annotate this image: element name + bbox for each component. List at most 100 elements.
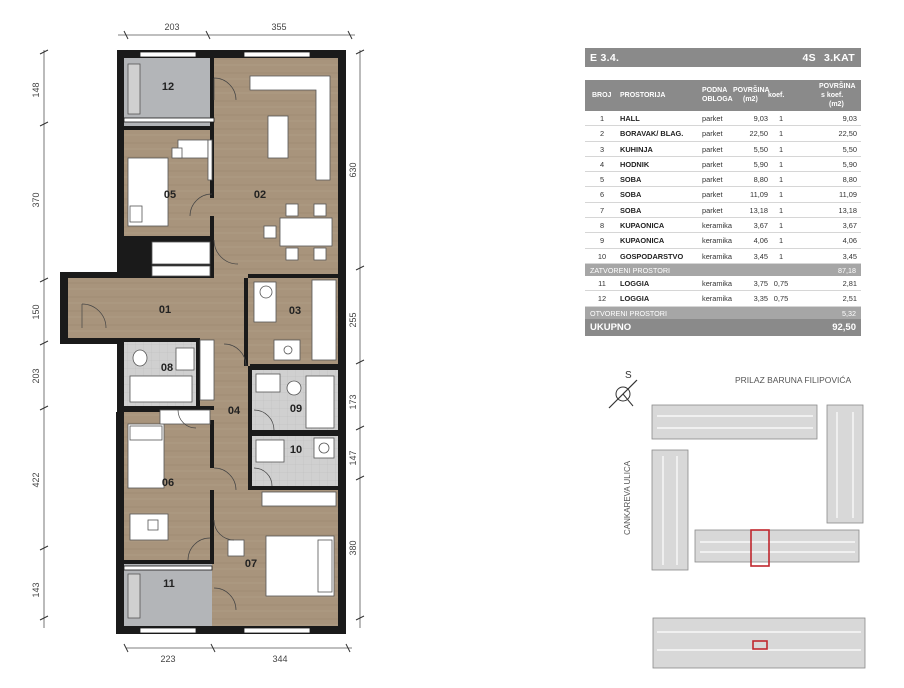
coefficient: 1	[778, 114, 784, 123]
room-area: 4,06	[753, 236, 768, 246]
room-name: LOGGIA	[620, 278, 650, 288]
room-schedule-table: E 3.4. 4S 3.KAT BROJ PROSTORIJA PODNA OB…	[585, 48, 861, 336]
col-podna-1: PODNA	[702, 87, 728, 94]
floor-finish: parket	[702, 159, 723, 169]
total-value: 92,50	[832, 321, 856, 333]
dim-bottom-1: 223	[160, 654, 175, 664]
street-left: CANKAREVA ULICA	[623, 460, 632, 535]
coefficient: 1	[778, 205, 784, 215]
room-number: 12	[597, 294, 607, 304]
interior-walls	[124, 58, 338, 564]
floor-finish: parket	[702, 144, 723, 154]
room-name: HALL	[620, 114, 640, 123]
open-label: OTVORENI PROSTORI	[590, 308, 667, 318]
dim-right-4: 147	[348, 450, 358, 465]
site-plan: S PRILAZ BARUNA FILIPOVIĆA CANKAREVA ULI…	[608, 370, 866, 669]
room-area: 3,67	[753, 221, 768, 231]
closed-total: 87,18	[838, 265, 856, 275]
room-area: 8,80	[753, 175, 768, 185]
block-detail-lines	[657, 412, 861, 651]
col-broj: BROJ	[592, 92, 612, 99]
net-area: 11,09	[839, 190, 857, 200]
room-area: 13,18	[749, 205, 769, 215]
room-label-08: 08	[161, 362, 173, 374]
floor-finish: parket	[702, 129, 723, 139]
room-label-01: 01	[159, 304, 171, 316]
room-name: SOBA	[620, 190, 642, 200]
floor-finish: parket	[702, 175, 723, 185]
room-label-09: 09	[290, 403, 302, 415]
floor-finish: keramika	[702, 236, 732, 246]
coefficient: 1	[778, 144, 784, 154]
dimension-lines	[43, 34, 361, 649]
col-prostorija: PROSTORIJA	[620, 92, 666, 99]
room-name: GOSPODARSTVO	[620, 251, 684, 261]
room-area: 3,45	[753, 251, 768, 261]
net-area: 9,03	[842, 114, 857, 123]
room-number: 8	[599, 221, 605, 231]
dim-right-2: 255	[348, 312, 358, 327]
dim-left-6: 143	[31, 582, 41, 597]
room-number: 4	[599, 159, 605, 169]
dim-right-3: 173	[348, 394, 358, 409]
floor-code: 3.KAT	[823, 51, 855, 64]
net-area: 8,80	[842, 175, 857, 185]
coefficient: 1	[778, 175, 784, 185]
col-koef: koef.	[768, 92, 785, 99]
col-povk-1: POVRŠINA	[819, 83, 856, 90]
floor-finish: keramika	[702, 278, 732, 288]
room-label-10: 10	[290, 444, 302, 456]
building-code: 4S	[802, 51, 816, 64]
room-number: 9	[599, 236, 605, 246]
room-name: SOBA	[620, 175, 642, 185]
room-name: KUPAONICA	[620, 221, 665, 231]
net-area: 2,81	[842, 278, 857, 288]
door-swings	[81, 77, 275, 611]
room-name: LOGGIA	[620, 294, 650, 304]
room-number: 10	[597, 251, 607, 261]
room-label-07: 07	[245, 558, 257, 570]
room-name: BORAVAK/ BLAG.	[620, 129, 684, 139]
open-total: 5,32	[842, 308, 856, 318]
dim-left-1: 148	[31, 82, 41, 97]
unit-header: E 3.4. 4S 3.KAT	[585, 48, 861, 67]
room-label-02: 02	[254, 189, 266, 201]
dim-right-5: 380	[348, 540, 358, 555]
north-label: S	[625, 370, 632, 381]
room-label-12: 12	[162, 81, 174, 93]
room-label-06: 06	[162, 477, 174, 489]
coefficient: 1	[778, 221, 784, 231]
dim-top-1: 203	[164, 22, 179, 32]
room-area: 11,09	[750, 190, 768, 200]
floor-finish: keramika	[702, 251, 732, 261]
street-top: PRILAZ BARUNA FILIPOVIĆA	[735, 375, 852, 385]
unit-highlight-elevation	[752, 640, 768, 650]
net-area: 4,06	[842, 236, 857, 246]
furniture	[127, 63, 337, 619]
dim-left-3: 150	[31, 304, 41, 319]
col-povrsina-2: (m2)	[743, 96, 758, 103]
coefficient: 0,75	[773, 294, 789, 304]
net-area: 3,67	[842, 221, 857, 231]
room-name: KUPAONICA	[620, 236, 665, 246]
dim-top-2: 355	[271, 22, 286, 32]
closed-label: ZATVORENI PROSTORI	[590, 265, 671, 275]
room-area: 5,90	[753, 159, 768, 169]
coefficient: 1	[778, 251, 784, 261]
coefficient: 0,75	[773, 278, 789, 288]
floor-finish: parket	[702, 114, 723, 123]
coefficient: 1	[778, 190, 784, 200]
room-name: SOBA	[620, 205, 642, 215]
room-name: KUHINJA	[620, 144, 653, 154]
